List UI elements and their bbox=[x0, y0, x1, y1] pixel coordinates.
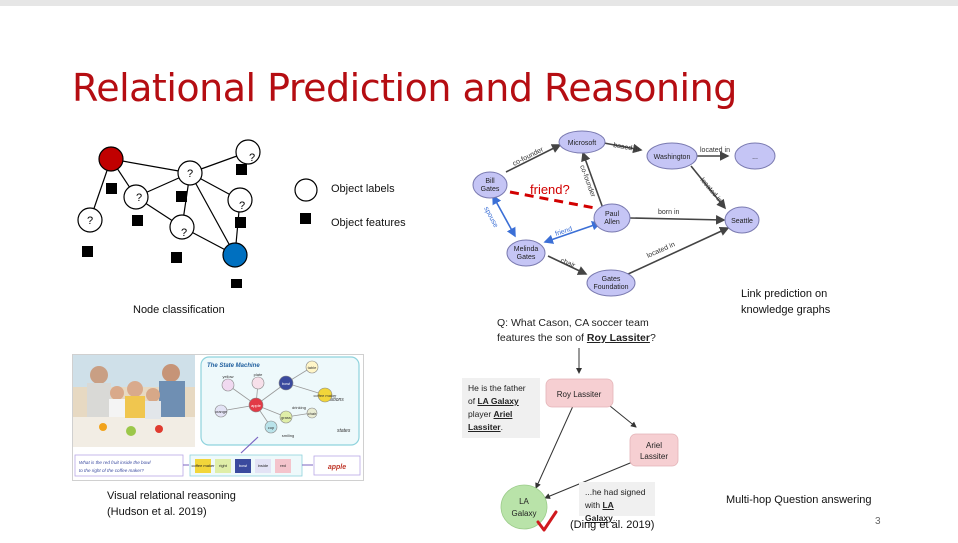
svg-text:chair: chair bbox=[559, 257, 576, 269]
knowledge-graph: Bill Gates Microsoft Washington ... Seat… bbox=[472, 130, 776, 297]
svg-text:Foundation: Foundation bbox=[593, 284, 628, 291]
window-top-bar bbox=[0, 0, 958, 6]
svg-text:Gates: Gates bbox=[481, 186, 500, 193]
svg-text:Paul: Paul bbox=[605, 211, 619, 218]
kg-node-ellipsis bbox=[734, 142, 776, 170]
svg-text:Melinda: Melinda bbox=[514, 246, 539, 253]
kg-node-microsoft bbox=[558, 130, 606, 154]
svg-text:chair: chair bbox=[308, 411, 317, 416]
svg-text:?: ? bbox=[136, 192, 142, 204]
slide-title: Relational Prediction and Reasoning bbox=[72, 66, 737, 110]
graph-node-red bbox=[98, 146, 124, 172]
legend-object-labels: Object labels bbox=[331, 183, 395, 195]
svg-text:bowl: bowl bbox=[282, 381, 290, 386]
svg-text:LA: LA bbox=[519, 497, 529, 506]
multihop-question: Q: What Cason, CA soccer team features t… bbox=[497, 317, 656, 344]
svg-text:right: right bbox=[219, 463, 228, 468]
svg-text:Lassiter: Lassiter bbox=[640, 452, 668, 461]
graph-node-blue bbox=[222, 242, 248, 268]
graph-node-unknown bbox=[177, 160, 203, 186]
svg-text:?: ? bbox=[187, 168, 193, 180]
svg-text:grass: grass bbox=[281, 415, 291, 420]
kg-node-washington bbox=[646, 142, 698, 170]
evidence-box: He is the father of LA Galaxy player Ari… bbox=[462, 378, 540, 438]
svg-text:Gates: Gates bbox=[602, 276, 621, 283]
multihop-node-la-galaxy bbox=[500, 484, 548, 530]
kg-node-gates-foundation bbox=[586, 269, 636, 297]
svg-text:?: ? bbox=[239, 200, 245, 212]
svg-text:apple: apple bbox=[328, 464, 346, 471]
svg-text:located in: located in bbox=[698, 177, 723, 205]
svg-text:co-founder: co-founder bbox=[512, 146, 546, 168]
svg-text:table: table bbox=[308, 365, 317, 370]
graph-node-unknown bbox=[235, 139, 261, 165]
visual-reasoning-figure: The State Machine transitions states bbox=[72, 354, 364, 481]
multihop-graph: Roy Lassiter Ariel Lassiter LA Galaxy bbox=[500, 348, 679, 532]
svg-text:transitions: transitions bbox=[321, 397, 344, 403]
svg-text:plate: plate bbox=[254, 372, 263, 377]
svg-text:bowl: bowl bbox=[239, 463, 247, 468]
svg-text:coffee maker: coffee maker bbox=[313, 393, 337, 398]
checkmark-icon bbox=[536, 510, 558, 532]
multihop-node-roy-lassiter bbox=[545, 378, 614, 408]
svg-text:Washington: Washington bbox=[654, 154, 691, 161]
svg-text:coffee maker: coffee maker bbox=[191, 463, 215, 468]
svg-text:cup: cup bbox=[268, 425, 275, 430]
svg-text:smiling: smiling bbox=[282, 433, 294, 438]
node-classification-caption: Node classification bbox=[133, 304, 225, 316]
svg-text:red: red bbox=[280, 463, 286, 468]
legend-label-circle-icon bbox=[294, 178, 318, 202]
friend-question-label: friend? bbox=[530, 182, 570, 197]
visual-reasoning-caption: Visual relational reasoning (Hudson et a… bbox=[107, 490, 236, 518]
slide: Relational Prediction and Reasoning bbox=[0, 6, 958, 543]
page-number: 3 bbox=[875, 516, 881, 527]
multihop-caption: Multi-hop Question answering bbox=[726, 494, 872, 506]
multihop-node-ariel-lassiter bbox=[629, 433, 679, 467]
kg-node-bill-gates bbox=[472, 171, 508, 199]
svg-text:Bill: Bill bbox=[485, 178, 495, 185]
svg-text:to the right of the coffee mak: to the right of the coffee maker? bbox=[79, 468, 144, 473]
svg-text:located in: located in bbox=[700, 147, 730, 154]
svg-text:What is the red fruit inside t: What is the red fruit inside the bowl bbox=[79, 460, 151, 465]
svg-text:based in: based in bbox=[613, 142, 640, 154]
legend-feature-square-icon bbox=[300, 213, 311, 224]
svg-text:states: states bbox=[337, 428, 351, 434]
kg-node-seattle bbox=[724, 206, 760, 234]
legend-object-features: Object features bbox=[331, 217, 406, 229]
svg-text:Ariel: Ariel bbox=[646, 441, 662, 450]
signed-evidence-box: ...he had signed with LA Galaxy... bbox=[579, 482, 655, 523]
graph-node-unknown bbox=[169, 214, 195, 240]
graph-node-unknown bbox=[77, 207, 103, 233]
family-photo-image bbox=[73, 355, 195, 447]
svg-text:orange: orange bbox=[215, 409, 228, 414]
svg-text:spouse: spouse bbox=[482, 206, 499, 229]
graph-node-unknown bbox=[123, 184, 149, 210]
svg-text:?: ? bbox=[249, 152, 255, 164]
svg-text:yellow: yellow bbox=[222, 374, 233, 379]
svg-text:Microsoft: Microsoft bbox=[568, 140, 596, 147]
svg-text:...: ... bbox=[752, 154, 758, 161]
svg-text:born in: born in bbox=[658, 209, 680, 216]
multihop-citation: (Ding et al. 2019) bbox=[570, 519, 655, 531]
svg-text:located in: located in bbox=[646, 241, 676, 260]
link-prediction-caption: Link prediction on knowledge graphs bbox=[741, 288, 831, 316]
svg-text:apple: apple bbox=[251, 403, 262, 408]
kg-node-paul-allen bbox=[593, 203, 631, 233]
svg-text:Gates: Gates bbox=[517, 254, 536, 261]
svg-text:Galaxy: Galaxy bbox=[512, 509, 537, 518]
node-classification-graph: ? ? ? ? ? ? bbox=[77, 139, 261, 288]
svg-text:?: ? bbox=[181, 227, 187, 239]
graph-node-unknown bbox=[227, 187, 253, 213]
kg-node-melinda-gates bbox=[506, 239, 546, 267]
svg-text:The State Machine: The State Machine bbox=[207, 363, 260, 369]
svg-text:Roy Lassiter: Roy Lassiter bbox=[557, 390, 602, 399]
svg-text:inside: inside bbox=[258, 463, 269, 468]
svg-text:Allen: Allen bbox=[604, 219, 620, 226]
svg-text:Seattle: Seattle bbox=[731, 218, 753, 225]
svg-text:drinking: drinking bbox=[292, 405, 306, 410]
svg-text:?: ? bbox=[87, 215, 93, 227]
